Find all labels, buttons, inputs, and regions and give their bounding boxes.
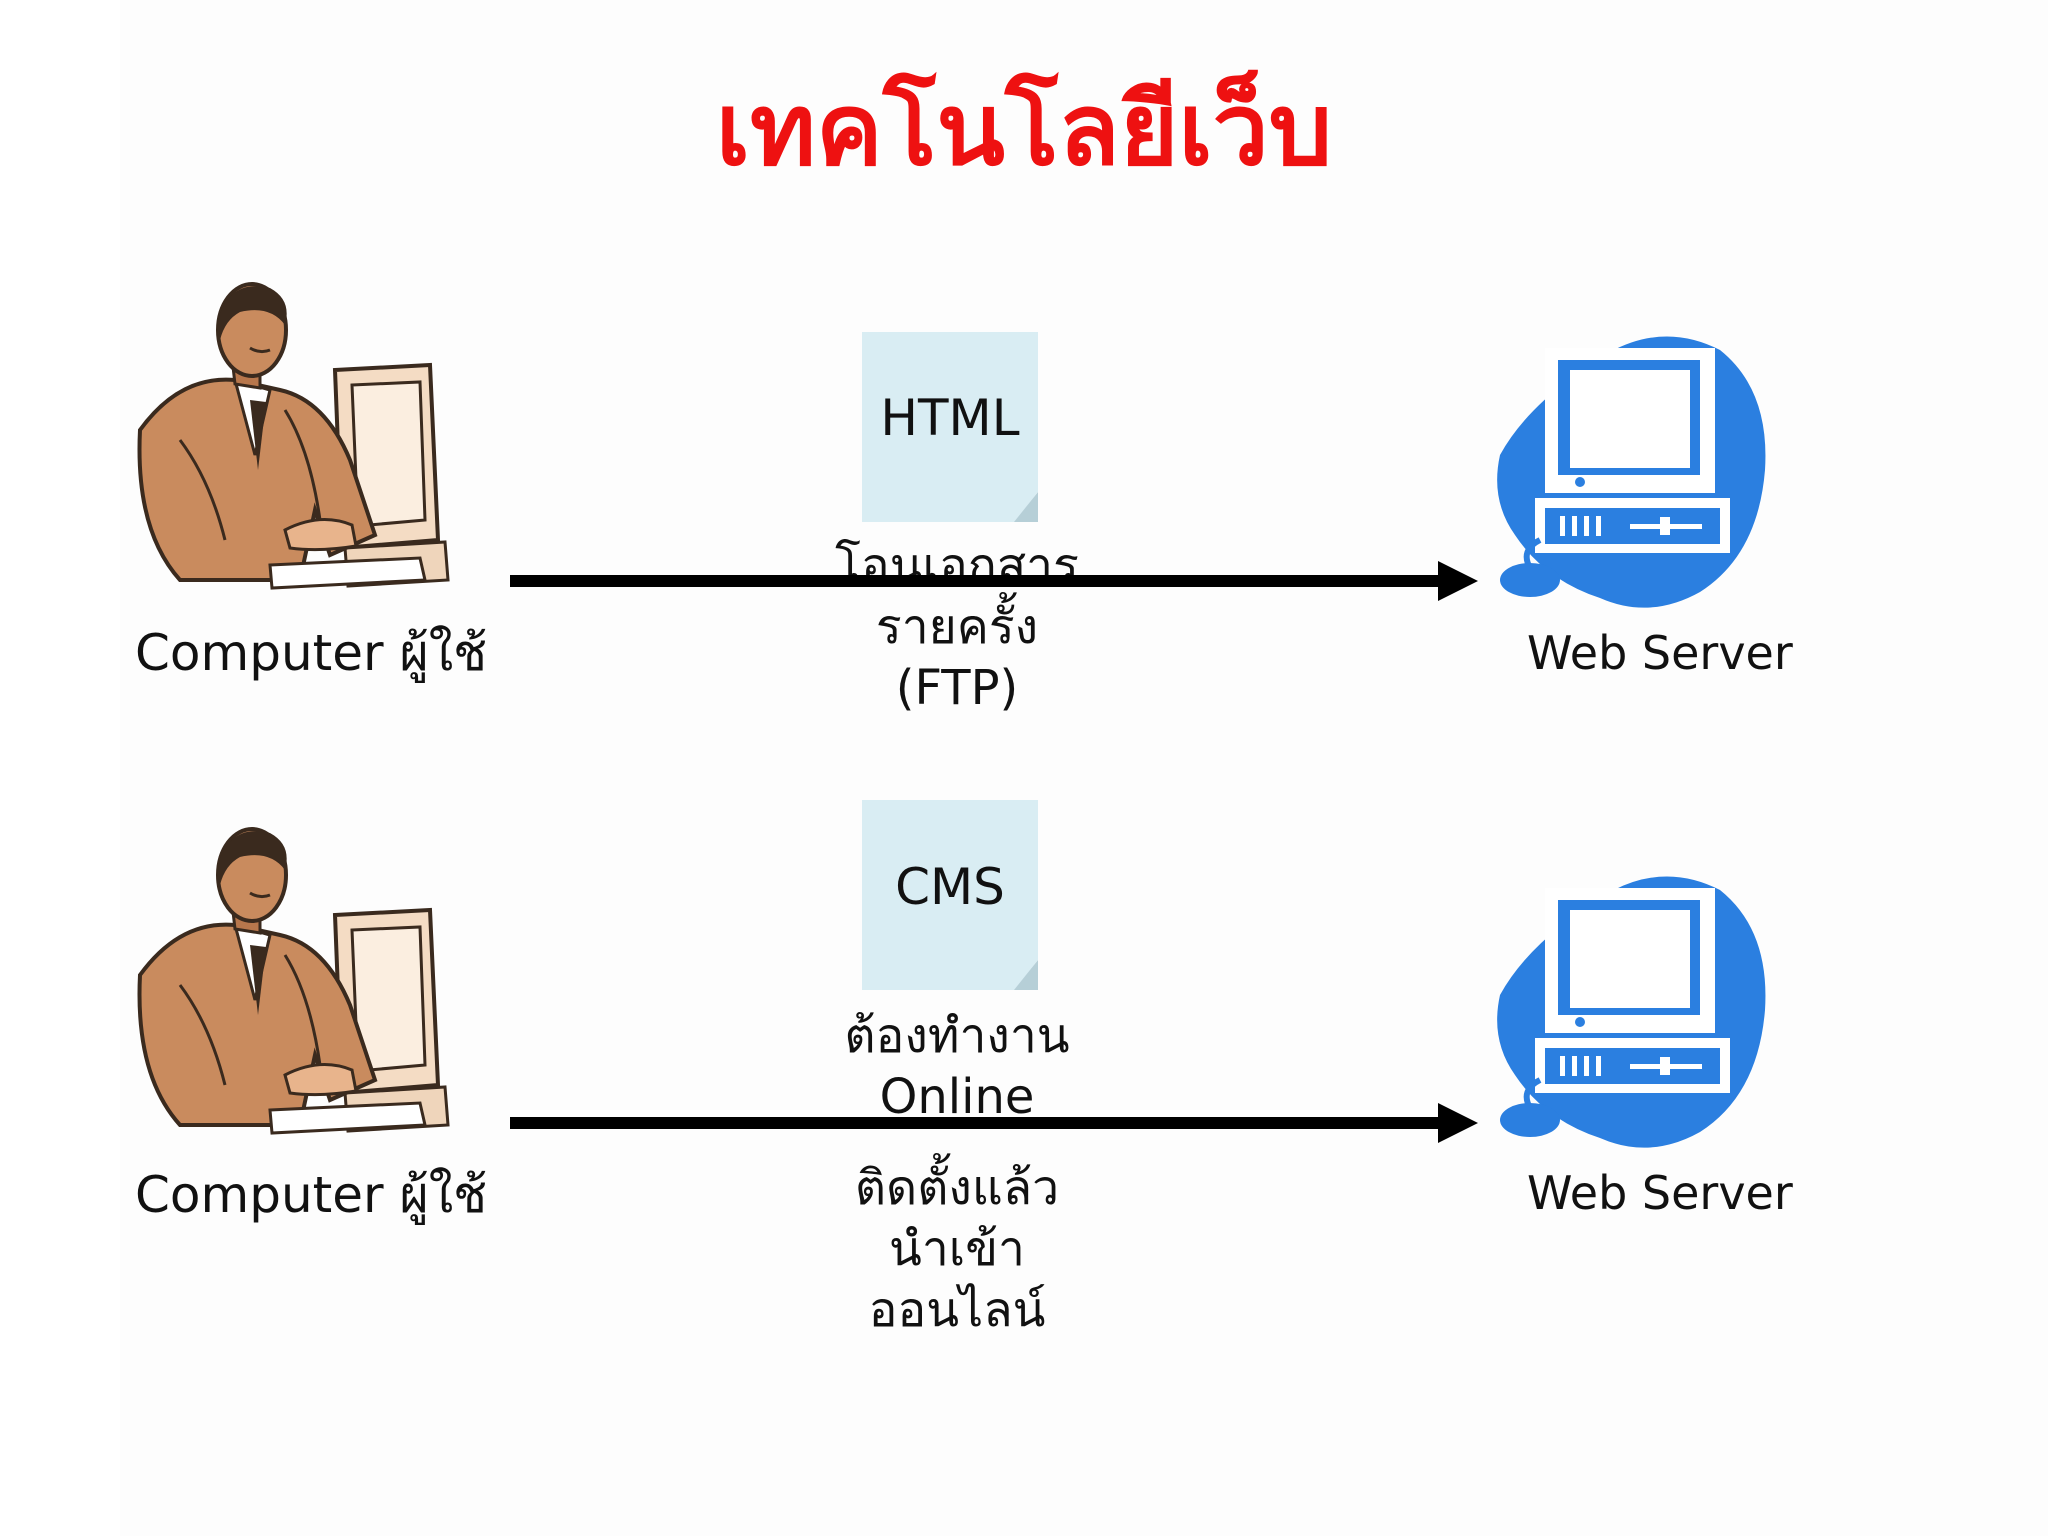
slide-background [120,0,2048,1536]
user-label: Computer ผู้ใช้ [135,624,488,682]
document-label: CMS [895,858,1005,916]
document-shape [862,332,1038,522]
flow-arrow [510,561,1478,601]
web-server-computer-icon [1497,336,1766,608]
user-label: Computer ผู้ใช้ [135,1166,488,1224]
user-at-computer-icon [137,827,450,1135]
work-mode-text: ต้องทำงาน Online [844,1008,1070,1125]
web-server-label: Web Server [1527,626,1793,680]
web-server-computer-icon [1497,876,1766,1148]
install-note-text: ติดตั้งแล้ว นำเข้า ออนไลน์ [854,1160,1060,1338]
user-at-computer-icon [137,282,450,590]
document-shape [862,800,1038,990]
flow-arrow [510,1103,1478,1143]
slide-title: เทคโนโลยีเว็บ [715,71,1333,188]
web-server-label: Web Server [1527,1166,1793,1220]
document-label: HTML [880,389,1020,447]
